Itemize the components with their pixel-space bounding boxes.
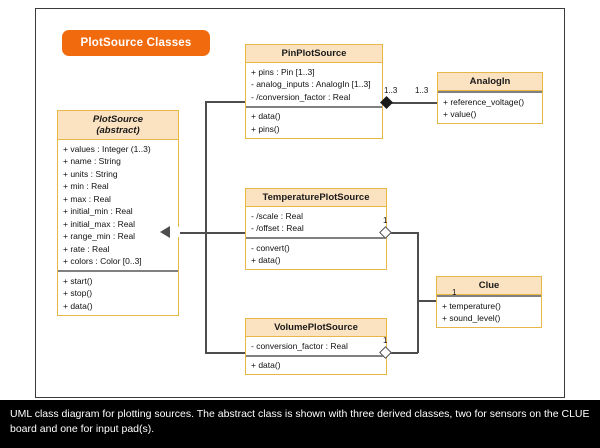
attribute-row: - /scale : Real xyxy=(251,210,303,221)
class-name-analogin: AnalogIn xyxy=(469,76,511,87)
operation-row: + pins() xyxy=(251,123,280,134)
attribute-row: + max : Real xyxy=(63,193,111,204)
class-header-plotsource: PlotSource (abstract) xyxy=(58,111,178,140)
attribute-row: + pins : Pin [1..3] xyxy=(251,66,315,77)
multiplicity-pin-target: 1..3 xyxy=(415,86,429,95)
generalization-branch-volume xyxy=(205,352,245,354)
class-name-volumeplotsource: VolumePlotSource xyxy=(274,322,358,333)
class-box-temperatureplotsource[interactable]: TemperaturePlotSource - /scale : Real - … xyxy=(245,188,387,270)
attribute-row: + units : String xyxy=(63,168,118,179)
attribute-row: - /offset : Real xyxy=(251,223,304,233)
multiplicity-pin-source: 1..3 xyxy=(384,86,398,95)
operation-row: + value() xyxy=(443,109,477,119)
attribute-row: + initial_max : Real xyxy=(63,218,136,229)
attribute-row: + colors : Color [0..3] xyxy=(63,256,142,266)
caption-text: UML class diagram for plotting sources. … xyxy=(10,408,590,435)
operation-row: - convert() xyxy=(251,242,290,253)
class-operations-temperatureplotsource: - convert() + data() xyxy=(246,237,386,269)
aggregation-line-temperature xyxy=(390,232,418,234)
class-operations-analogin: + reference_voltage() + value() xyxy=(438,91,542,123)
class-header-pinplotsource: PinPlotSource xyxy=(246,45,382,63)
operation-row: + stop() xyxy=(63,288,93,298)
attribute-row: - conversion_factor : Real xyxy=(251,340,348,351)
class-header-temperatureplotsource: TemperaturePlotSource xyxy=(246,189,386,207)
multiplicity-volume: 1 xyxy=(383,336,388,345)
class-header-clue: Clue xyxy=(437,277,541,295)
operation-row: + data() xyxy=(251,255,281,265)
operation-row: + temperature() xyxy=(442,300,501,311)
operation-row: + data() xyxy=(251,360,281,370)
class-name-pinplotsource: PinPlotSource xyxy=(281,48,347,59)
attribute-row: + values : Integer (1..3) xyxy=(63,143,151,154)
generalization-branch-pin xyxy=(205,101,245,103)
class-attributes-pinplotsource: + pins : Pin [1..3] - analog_inputs : An… xyxy=(246,63,382,106)
operation-row: + data() xyxy=(251,111,281,121)
class-operations-pinplotsource: + data() + pins() xyxy=(246,105,382,138)
multiplicity-clue: 1 xyxy=(452,288,457,297)
diagram-title-badge: PlotSource Classes xyxy=(62,30,210,56)
composition-line-pin-analogin xyxy=(382,102,438,104)
generalization-spine xyxy=(205,101,207,353)
class-box-analogin[interactable]: AnalogIn + reference_voltage() + value() xyxy=(437,72,543,124)
operation-row: + sound_level() xyxy=(442,313,501,323)
class-header-analogin: AnalogIn xyxy=(438,73,542,91)
class-attributes-temperatureplotsource: - /scale : Real - /offset : Real xyxy=(246,207,386,237)
class-header-volumeplotsource: VolumePlotSource xyxy=(246,319,386,337)
generalization-stem xyxy=(180,232,206,234)
class-attributes-volumeplotsource: - conversion_factor : Real xyxy=(246,337,386,355)
class-stereotype-plotsource: (abstract) xyxy=(96,125,140,136)
class-name-temperatureplotsource: TemperaturePlotSource xyxy=(262,192,370,203)
operation-row: + start() xyxy=(63,275,93,286)
caption-bar: UML class diagram for plotting sources. … xyxy=(0,400,600,448)
attribute-row: + range_min : Real xyxy=(63,231,136,241)
attribute-row: + rate : Real xyxy=(63,243,110,254)
attribute-row: + min : Real xyxy=(63,181,109,191)
operation-row: + reference_voltage() xyxy=(443,96,525,107)
class-operations-plotsource: + start() + stop() + data() xyxy=(58,270,178,315)
class-name-clue: Clue xyxy=(478,280,500,291)
attribute-row: + initial_min : Real xyxy=(63,206,133,216)
class-attributes-plotsource: + values : Integer (1..3) + name : Strin… xyxy=(58,140,178,270)
attribute-row: - analog_inputs : AnalogIn [1..3] xyxy=(251,79,371,89)
attribute-row: + name : String xyxy=(63,156,121,166)
aggregation-line-volume xyxy=(390,352,418,354)
class-box-pinplotsource[interactable]: PinPlotSource + pins : Pin [1..3] - anal… xyxy=(245,44,383,139)
class-box-clue[interactable]: Clue + temperature() + sound_level() xyxy=(436,276,542,328)
generalization-branch-temperature xyxy=(205,232,245,234)
clue-join-spine xyxy=(417,232,419,353)
class-box-volumeplotsource[interactable]: VolumePlotSource - conversion_factor : R… xyxy=(245,318,387,375)
class-name-plotsource: PlotSource xyxy=(92,114,144,125)
class-operations-volumeplotsource: + data() xyxy=(246,354,386,375)
class-box-plotsource[interactable]: PlotSource (abstract) + values : Integer… xyxy=(57,110,179,316)
class-operations-clue: + temperature() + sound_level() xyxy=(437,295,541,327)
multiplicity-temperature: 1 xyxy=(383,216,388,225)
operation-row: + data() xyxy=(63,300,93,311)
attribute-row: - /conversion_factor : Real xyxy=(251,91,351,102)
